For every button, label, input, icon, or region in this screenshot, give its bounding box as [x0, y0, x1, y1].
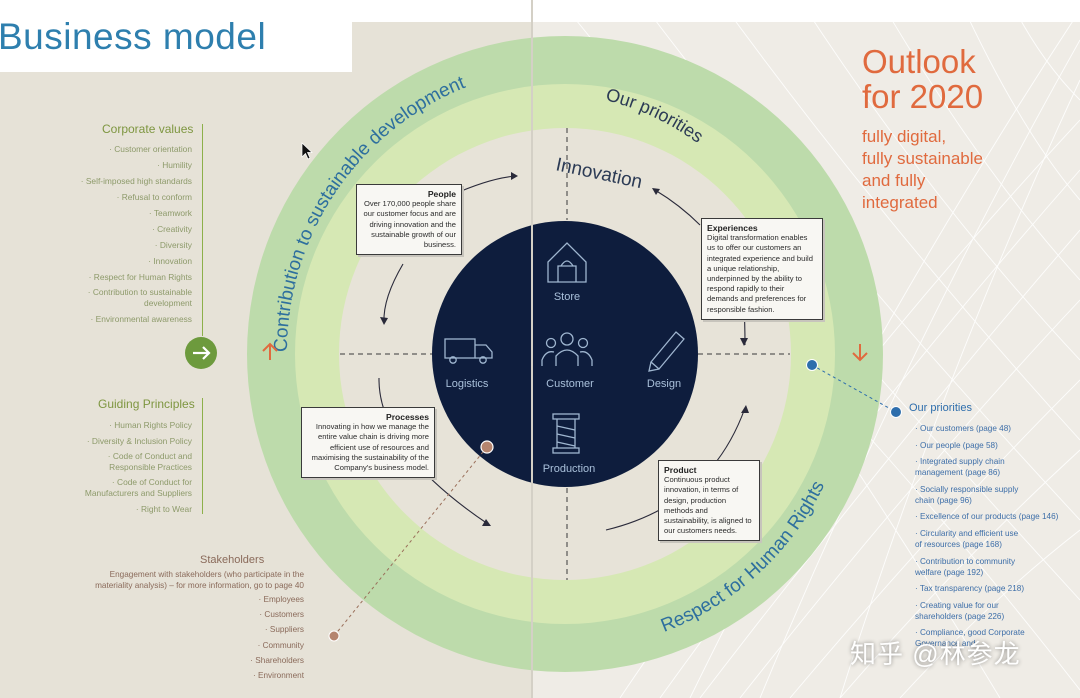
- corporate-value-item: · Humility: [157, 160, 192, 170]
- our-priorities-list: · Our customers (page 48) · Our people (…: [915, 423, 1075, 655]
- stakeholder-item: · Customers: [259, 610, 304, 620]
- outlook-title: Outlook for 2020: [862, 44, 983, 114]
- guiding-principle-item: · Right to Wear: [135, 504, 192, 514]
- store-icon: [547, 242, 587, 283]
- stakeholder-item: · Shareholders: [250, 655, 304, 665]
- priority-item: · Tax transparency (page 218): [915, 584, 1025, 594]
- callout-product-title: Product: [664, 465, 697, 475]
- stakeholders-heading: Stakeholders: [200, 554, 265, 566]
- stakeholders-node-end: [328, 630, 340, 642]
- our-priorities-heading: Our priorities: [909, 402, 972, 414]
- outlook-title-line1: Outlook: [862, 43, 976, 80]
- outlook-subtitle: fully digital, fully sustainable and ful…: [862, 126, 983, 214]
- callout-experiences-title: Experiences: [707, 223, 758, 233]
- priorities-node-start: [806, 359, 818, 371]
- core-circle: [432, 221, 698, 487]
- stakeholder-item: · Community: [257, 640, 304, 650]
- guiding-principle-item: · Code of Conduct and Responsible Practi…: [107, 451, 192, 472]
- priority-item: · Excellence of our products (page 146): [915, 512, 1059, 522]
- callout-product: Product Continuous product innovation, i…: [658, 460, 760, 542]
- callout-product-body: Continuous product innovation, in terms …: [664, 475, 752, 536]
- priority-item: · Creating value for our shareholders (p…: [915, 600, 1005, 621]
- stakeholder-item: · Suppliers: [264, 625, 304, 635]
- corporate-value-item: · Self-imposed high standards: [80, 176, 192, 186]
- stakeholder-item: · Environment: [253, 671, 304, 681]
- guiding-principles-heading: Guiding Principles: [98, 397, 195, 411]
- priority-item: · Our customers (page 48): [915, 424, 1012, 433]
- callout-processes: Processes Innovating in how we manage th…: [301, 407, 435, 479]
- logistics-icon: [444, 338, 493, 364]
- corporate-value-item: · Diversity: [154, 240, 192, 250]
- page-title: Business model: [0, 16, 267, 57]
- orange-up-arrow: [262, 342, 278, 360]
- stakeholders-list: · Employees · Customers · Suppliers · Co…: [200, 592, 304, 683]
- priorities-node-end: [890, 406, 902, 418]
- stakeholders-node-start: [480, 440, 494, 454]
- guiding-principle-item: · Code of Conduct for Manufacturers and …: [84, 477, 192, 498]
- corporate-value-item: · Customer orientation: [109, 144, 192, 154]
- callout-people-title: People: [427, 189, 456, 199]
- callout-experiences-body: Digital transformation enables us to off…: [707, 233, 813, 314]
- corporate-value-item: · Teamwork: [148, 208, 192, 218]
- corporate-values-heading: Corporate values: [102, 122, 194, 136]
- title-box: Business model: [0, 0, 352, 72]
- priority-item: · Circularity and efficient use of resou…: [915, 528, 1019, 549]
- outlook-subtitle-line: fully digital,: [862, 127, 947, 146]
- core-label-customer: Customer: [546, 378, 594, 390]
- stakeholders-connector: [333, 446, 488, 637]
- outlook-title-line2: for 2020: [862, 78, 984, 115]
- mouse-cursor-icon: [301, 142, 313, 160]
- corporate-values-list: · Customer orientation · Humility · Self…: [70, 141, 192, 327]
- guiding-principles-rule: [202, 398, 203, 514]
- corporate-values-rule: [202, 124, 203, 336]
- outlook-subtitle-line: fully sustainable: [862, 149, 983, 168]
- quadrant-dashes: [340, 128, 790, 580]
- core-label-production: Production: [543, 463, 596, 475]
- customer-icon: [541, 332, 593, 366]
- outlook-subtitle-line: and fully: [862, 171, 926, 190]
- priority-item: · Compliance, good Corporate Governance …: [915, 628, 1025, 649]
- flow-arrowheads: [380, 172, 749, 526]
- core-label-design: Design: [647, 378, 681, 390]
- corporate-value-item: · Contribution to sustainable developmen…: [87, 287, 192, 308]
- guiding-principle-item: · Diversity & Inclusion Policy: [86, 436, 192, 446]
- watermark: 知乎 @林参龙: [850, 639, 1021, 669]
- production-icon: [552, 413, 580, 454]
- right-arrow-icon: [193, 346, 211, 360]
- corporate-value-item: · Environmental awareness: [90, 314, 192, 324]
- priority-item: · Integrated supply chain management (pa…: [915, 457, 1005, 478]
- page-spine: [531, 0, 533, 698]
- guiding-principle-item: · Human Rights Policy: [109, 420, 192, 430]
- priority-item: · Our people (page 58): [915, 440, 998, 450]
- priorities-connector: [811, 364, 897, 413]
- stakeholders-subtitle: Engagement with stakeholders (who partic…: [95, 570, 304, 590]
- corporate-value-item: · Refusal to conform: [116, 192, 192, 202]
- design-icon: [648, 331, 685, 372]
- outlook-subtitle-line: integrated: [862, 193, 938, 212]
- guiding-principles-list: · Human Rights Policy · Diversity & Incl…: [76, 417, 192, 517]
- orange-down-arrow: [852, 344, 868, 362]
- corporate-value-item: · Respect for Human Rights: [88, 272, 192, 282]
- corporate-value-item: · Creativity: [151, 224, 192, 234]
- callout-people: People Over 170,000 people share our cus…: [356, 184, 462, 256]
- callout-processes-body: Innovating in how we manage the entire v…: [311, 422, 429, 473]
- core-label-store: Store: [554, 291, 580, 303]
- priority-item: · Socially responsible supply chain (pag…: [915, 484, 1019, 505]
- corporate-value-item: · Innovation: [148, 256, 192, 266]
- core-label-logistics: Logistics: [446, 378, 489, 390]
- priority-item: · Contribution to community welfare (pag…: [915, 556, 1016, 577]
- stakeholder-item: · Employees: [258, 595, 304, 604]
- callout-processes-title: Processes: [385, 412, 429, 422]
- callout-people-body: Over 170,000 people share our customer f…: [363, 199, 456, 250]
- callout-experiences: Experiences Digital transformation enabl…: [701, 218, 823, 320]
